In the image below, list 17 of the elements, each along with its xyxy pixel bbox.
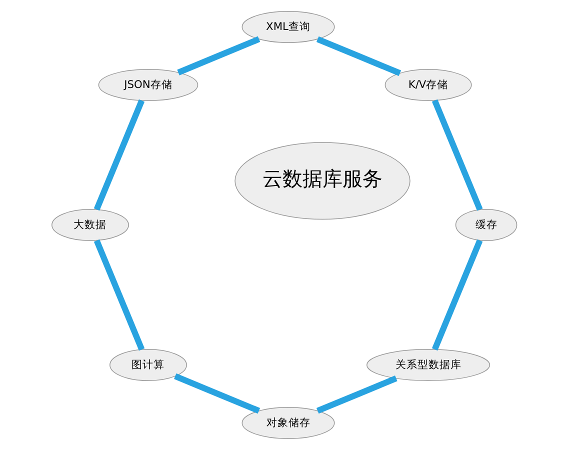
connector xyxy=(432,99,483,211)
node-ellipse: 云数据库服务 xyxy=(234,142,410,220)
connector xyxy=(94,99,145,211)
node-ellipse: 对象储存 xyxy=(242,407,335,439)
node-ellipse: 大数据 xyxy=(52,209,129,241)
node-ellipse: K/V存储 xyxy=(384,68,472,101)
node-ellipse: XML查询 xyxy=(242,10,335,43)
connector xyxy=(432,239,483,351)
node-ellipse: 缓存 xyxy=(455,209,518,241)
node-ellipse: 关系型数据库 xyxy=(366,349,490,381)
connector xyxy=(174,373,260,414)
connector xyxy=(316,36,402,76)
connector xyxy=(177,36,260,76)
node-ellipse: 图计算 xyxy=(110,349,187,381)
connector xyxy=(94,239,145,351)
connector xyxy=(316,376,398,414)
node-ellipse: JSON存储 xyxy=(98,68,198,101)
